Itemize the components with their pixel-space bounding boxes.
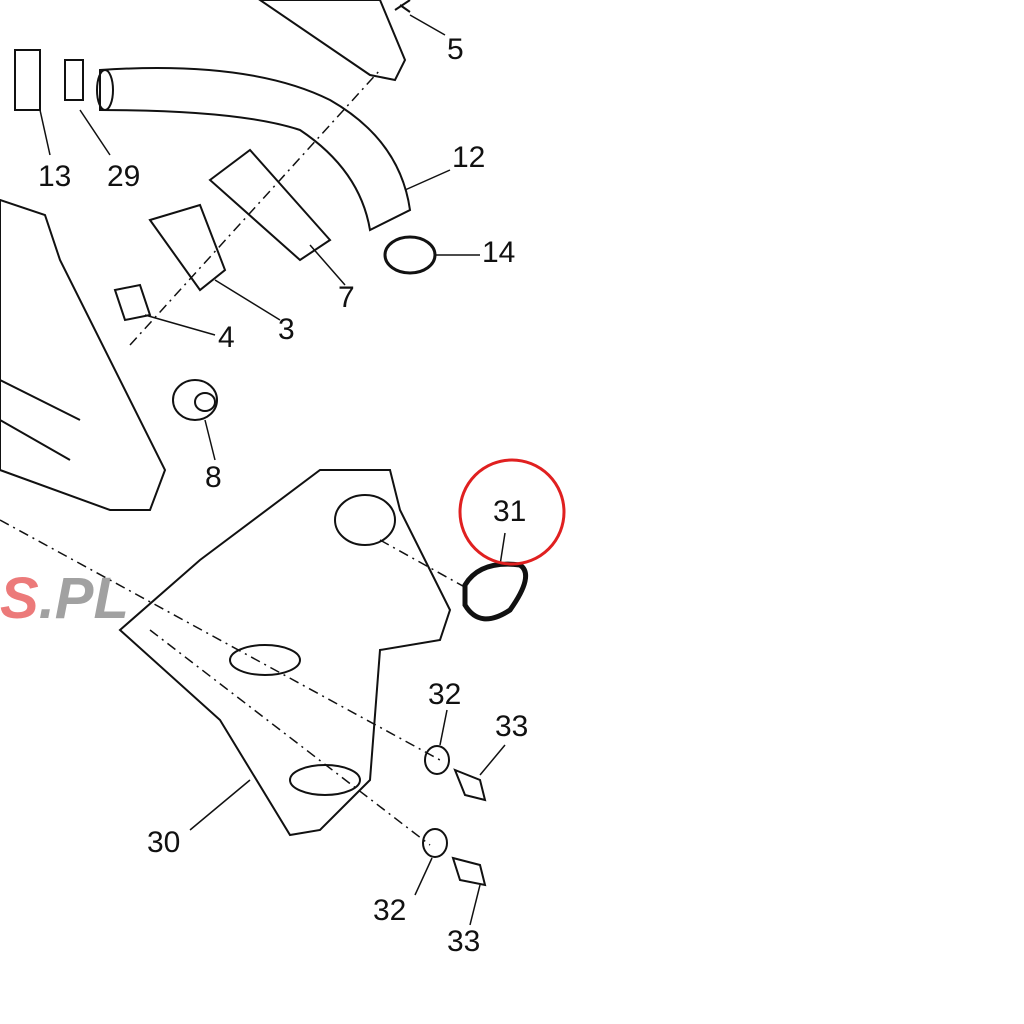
clamp-14 [383,235,437,275]
callout-29: 29 [107,160,141,193]
radiator [0,198,167,511]
callout-4: 4 [218,321,235,354]
callout-32-lower: 32 [373,894,407,927]
callout-12: 12 [452,141,486,174]
callout-5: 5 [447,33,464,66]
callout-32-upper: 32 [428,678,462,711]
highlight-circle [458,458,566,566]
callout-8: 8 [205,461,222,494]
callout-33-upper: 33 [495,710,529,743]
grommet-31 [462,561,529,622]
callout-7: 7 [338,281,355,314]
callout-31: 31 [493,495,527,528]
callout-30: 30 [147,826,181,859]
callout-33-lower: 33 [447,925,481,958]
bracket-3 [148,203,227,292]
hose-12 [99,67,412,232]
watermark-logo: S.PL [0,566,129,631]
callout-13: 13 [38,160,72,193]
callout-14: 14 [482,236,516,269]
bracket-7 [208,148,332,262]
bracket-30 [118,469,452,837]
callout-3: 3 [278,313,295,346]
